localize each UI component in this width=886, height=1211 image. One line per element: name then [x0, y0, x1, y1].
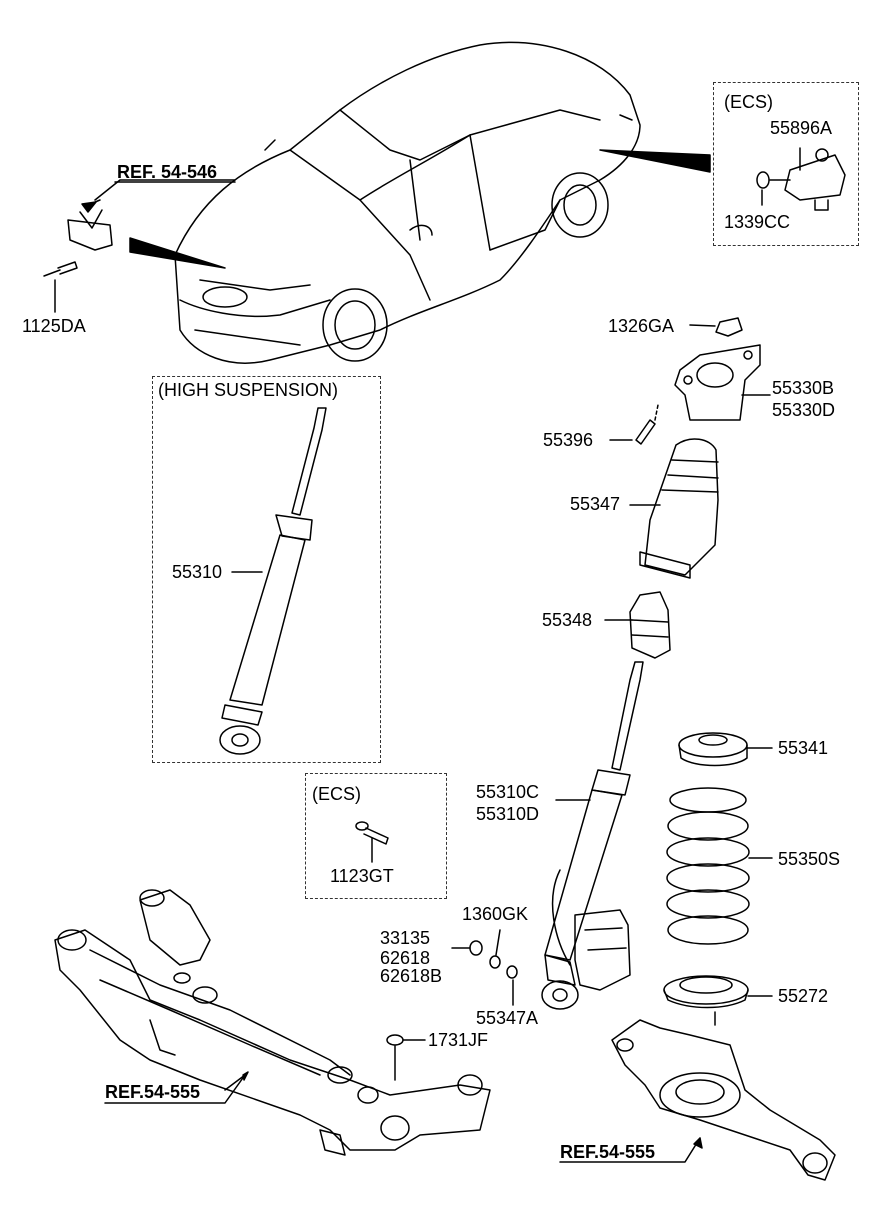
- high-suspension-label: (HIGH SUSPENSION): [158, 380, 339, 400]
- ref-leader-right: [559, 1137, 701, 1163]
- car-illustration: [129, 41, 711, 364]
- part-55396-label: 55396: [543, 430, 594, 450]
- bump-stopper-55348: [604, 591, 671, 659]
- high-suspension-group-box: [152, 376, 381, 763]
- ecs-bolt-group-label: (ECS): [312, 784, 361, 804]
- part-55350S-label: 55350S: [778, 849, 841, 869]
- part-55310D-label: 55310D: [476, 804, 540, 824]
- part-55330B-label: 55330B: [772, 378, 835, 398]
- ecs-sensor: [756, 147, 846, 211]
- rear-subframe: [54, 889, 491, 1156]
- part-1339CC-label: 1339CC: [724, 212, 791, 232]
- ecs-sensor-group-box: [713, 82, 859, 246]
- bolt-55396: [609, 404, 659, 445]
- part-1125DA-label: 1125DA: [22, 316, 86, 336]
- part-1326GA-label: 1326GA: [608, 316, 675, 336]
- shock-absorber-55310C: [541, 661, 644, 1010]
- hardware-1360GK: [451, 929, 518, 1006]
- mounting-bracket-55330: [674, 344, 771, 421]
- part-33135-label: 33135: [380, 928, 431, 948]
- part-55272-label: 55272: [778, 986, 829, 1006]
- ecs-bolt-group-box: [305, 773, 447, 899]
- part-55330D-label: 55330D: [772, 400, 836, 420]
- ref-leader-left: [104, 1074, 246, 1104]
- part-55347-label: 55347: [570, 494, 621, 514]
- part-1123GT-label: 1123GT: [330, 866, 394, 886]
- part-55348-label: 55348: [542, 610, 593, 630]
- part-55341-label: 55341: [778, 738, 829, 758]
- ecs-bolt: [355, 821, 389, 863]
- part-1360GK-label: 1360GK: [462, 904, 529, 924]
- part-55310C-label: 55310C: [476, 782, 540, 802]
- dust-cover-55347: [629, 438, 719, 579]
- ref-54-546-label: REF. 54-546: [117, 162, 218, 182]
- part-62618-label: 62618: [380, 948, 431, 968]
- height-sensor-bracket: [43, 179, 236, 313]
- part-1731JF-label: 1731JF: [428, 1030, 489, 1050]
- ecs-group-label: (ECS): [724, 92, 773, 112]
- part-55347A-label: 55347A: [476, 1008, 539, 1028]
- part-55896A-label: 55896A: [770, 118, 833, 138]
- spring-seat-55341: [678, 732, 773, 767]
- ref-54-555-right-label: REF.54-555: [560, 1142, 656, 1162]
- high-suspension-shock-absorber: [219, 407, 327, 755]
- ref-54-555-left-label: REF.54-555: [105, 1082, 201, 1102]
- lower-arm: [611, 1019, 836, 1181]
- nut-1326GA: [689, 317, 743, 337]
- spring-pad-55272: [663, 975, 773, 1026]
- part-62618B-label: 62618B: [380, 966, 443, 986]
- part-55310-label: 55310: [172, 562, 223, 582]
- coil-spring-55350S: [666, 787, 773, 945]
